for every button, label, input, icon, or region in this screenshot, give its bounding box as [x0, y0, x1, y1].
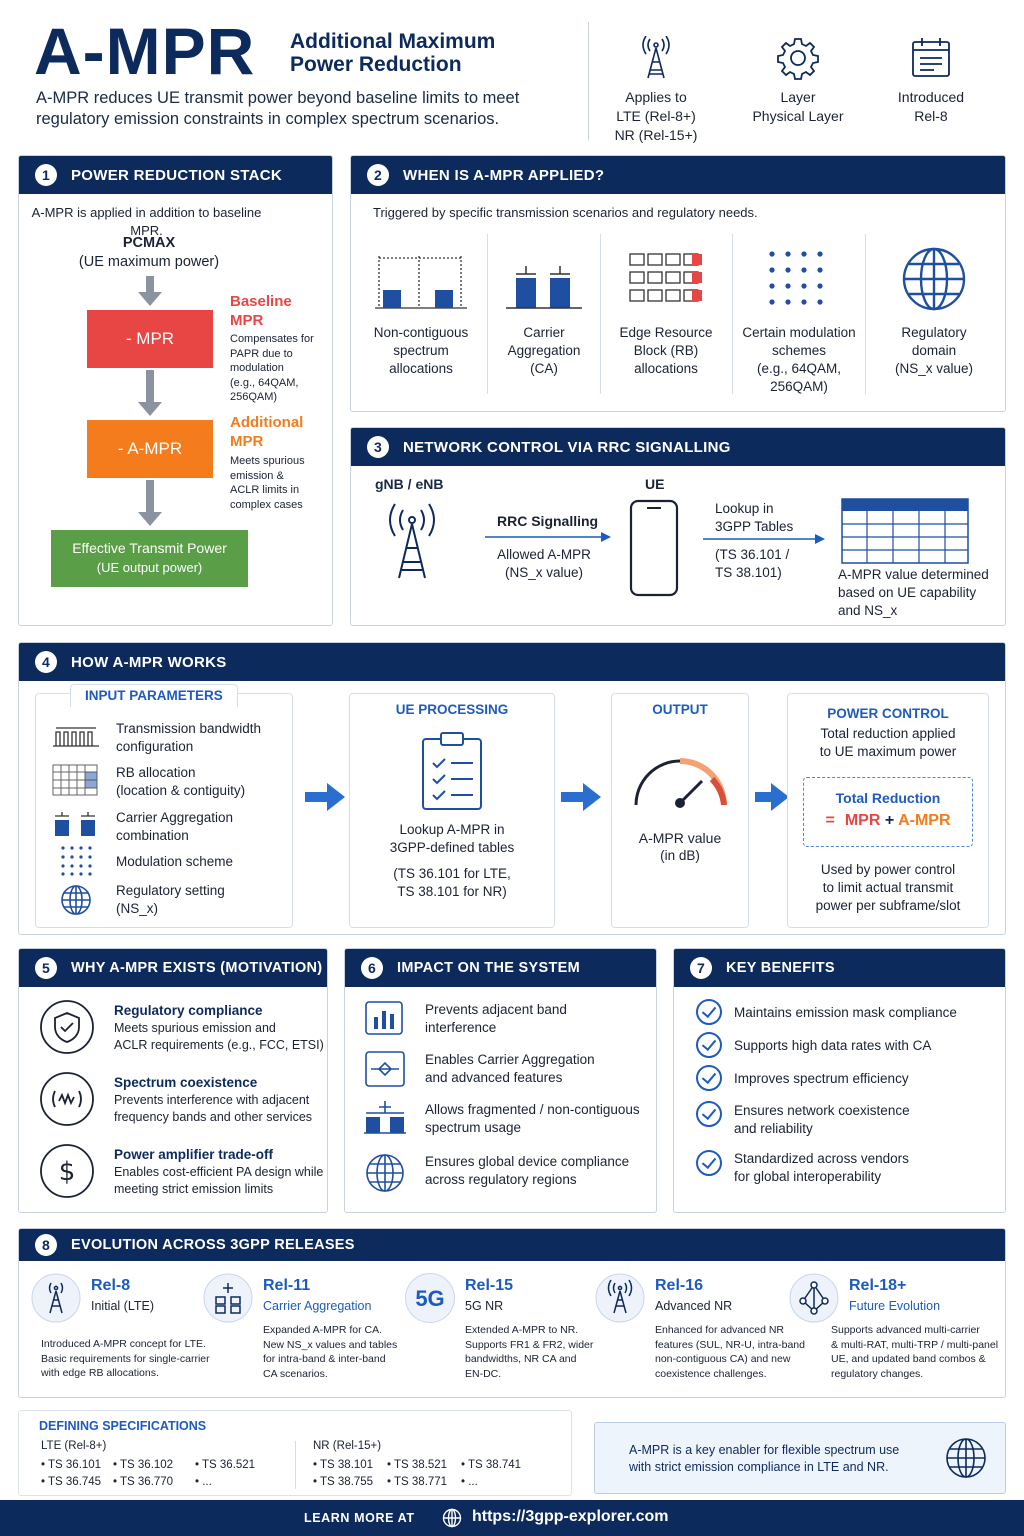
footer: LEARN MORE AT https://3gpp-explorer.com: [0, 1500, 1024, 1536]
bar-chart-icon: [365, 1001, 403, 1035]
mpr-block: - MPR: [87, 310, 213, 368]
signal-wave-icon: [40, 1072, 94, 1126]
antenna-tower-icon: [642, 36, 670, 79]
ampr-block: - A-MPR: [87, 420, 213, 478]
constellation-icon: [61, 846, 92, 876]
ue-processing-panel: UE PROCESSING Lookup A-MPR in 3GPP-defin…: [349, 693, 555, 928]
check-circle-icon: [696, 1101, 722, 1127]
gear-icon: [777, 38, 819, 80]
check-circle-icon: [696, 999, 722, 1025]
footer-link[interactable]: https://3gpp-explorer.com: [472, 1508, 669, 1525]
globe-icon: [61, 885, 91, 915]
network-node-icon: [365, 1051, 405, 1087]
power-control-panel: POWER CONTROL Total reduction applied to…: [787, 693, 989, 928]
right-arrow-icon: [755, 783, 789, 811]
smartphone-icon: [629, 499, 679, 597]
fact-layer: Layer Physical Layer: [740, 36, 856, 126]
ts-label: (TS 36.101 /TS 38.101): [715, 547, 790, 580]
constellation-icon: [769, 251, 823, 305]
fragmented-spectrum-icon: [364, 1101, 406, 1134]
base-station-icon: [389, 503, 435, 579]
page-subtitle: Additional Maximum Power Reduction: [290, 30, 496, 76]
non-contiguous-spectrum-icon: [375, 256, 467, 309]
down-arrow-icon: [138, 370, 162, 416]
pcmax-label: PCMAX (UE maximum power): [78, 235, 220, 270]
carrier-aggregation-icon: [506, 266, 582, 309]
globe-icon: [366, 1154, 404, 1192]
right-arrow-icon: [703, 534, 825, 544]
total-reduction-box: Total Reduction =MPR + A-MPR: [803, 777, 973, 847]
network-graph-icon: [789, 1273, 839, 1323]
check-circle-icon: [696, 1150, 722, 1176]
shield-check-icon: [40, 1000, 94, 1054]
allowed-ampr-label: Allowed A-MPR(NS_x value): [497, 547, 591, 580]
svg-text:$: $: [59, 1157, 76, 1187]
antenna-tower-icon: [595, 1273, 645, 1323]
right-arrow-icon: [485, 532, 611, 542]
defining-specifications: DEFINING SPECIFICATIONS LTE (Rel-8+) • T…: [18, 1410, 572, 1496]
gauge-icon: [634, 758, 727, 808]
lookup-table-icon: [841, 498, 969, 564]
checklist-icon: [422, 732, 482, 810]
globe-icon: [442, 1508, 462, 1528]
summary-note: A-MPR is a key enabler for flexible spec…: [594, 1422, 1006, 1494]
header-divider: [588, 22, 589, 140]
carrier-aggregation-icon: [203, 1273, 253, 1323]
dollar-icon: $: [40, 1144, 94, 1198]
check-circle-icon: [696, 1065, 722, 1091]
rb-grid-icon: [52, 764, 98, 796]
down-arrow-icon: [138, 276, 162, 306]
check-circle-icon: [696, 1032, 722, 1058]
page-title: A-MPR: [34, 14, 256, 88]
antenna-tower-icon: [31, 1273, 81, 1323]
globe-icon: [902, 247, 966, 311]
down-arrow-icon: [138, 480, 162, 526]
bandwidth-icon: [53, 727, 99, 747]
output-panel: OUTPUT A-MPR value (in dB): [611, 693, 749, 928]
page-description: A-MPR reduces UE transmit power beyond b…: [36, 89, 520, 128]
effective-power-block: Effective Transmit Power (UE output powe…: [51, 530, 248, 587]
right-arrow-icon: [305, 783, 345, 811]
right-arrow-icon: [561, 783, 601, 811]
globe-icon: [946, 1438, 986, 1478]
5g-badge-icon: 5G: [405, 1273, 455, 1323]
fact-introduced: Introduced Rel-8: [874, 36, 988, 126]
fact-applies-to: Applies to LTE (Rel-8+) NR (Rel-15+): [600, 36, 712, 145]
calendar-icon: [912, 38, 950, 77]
resource-block-grid-icon: [629, 253, 702, 302]
carrier-aggregation-icon: [55, 812, 95, 836]
